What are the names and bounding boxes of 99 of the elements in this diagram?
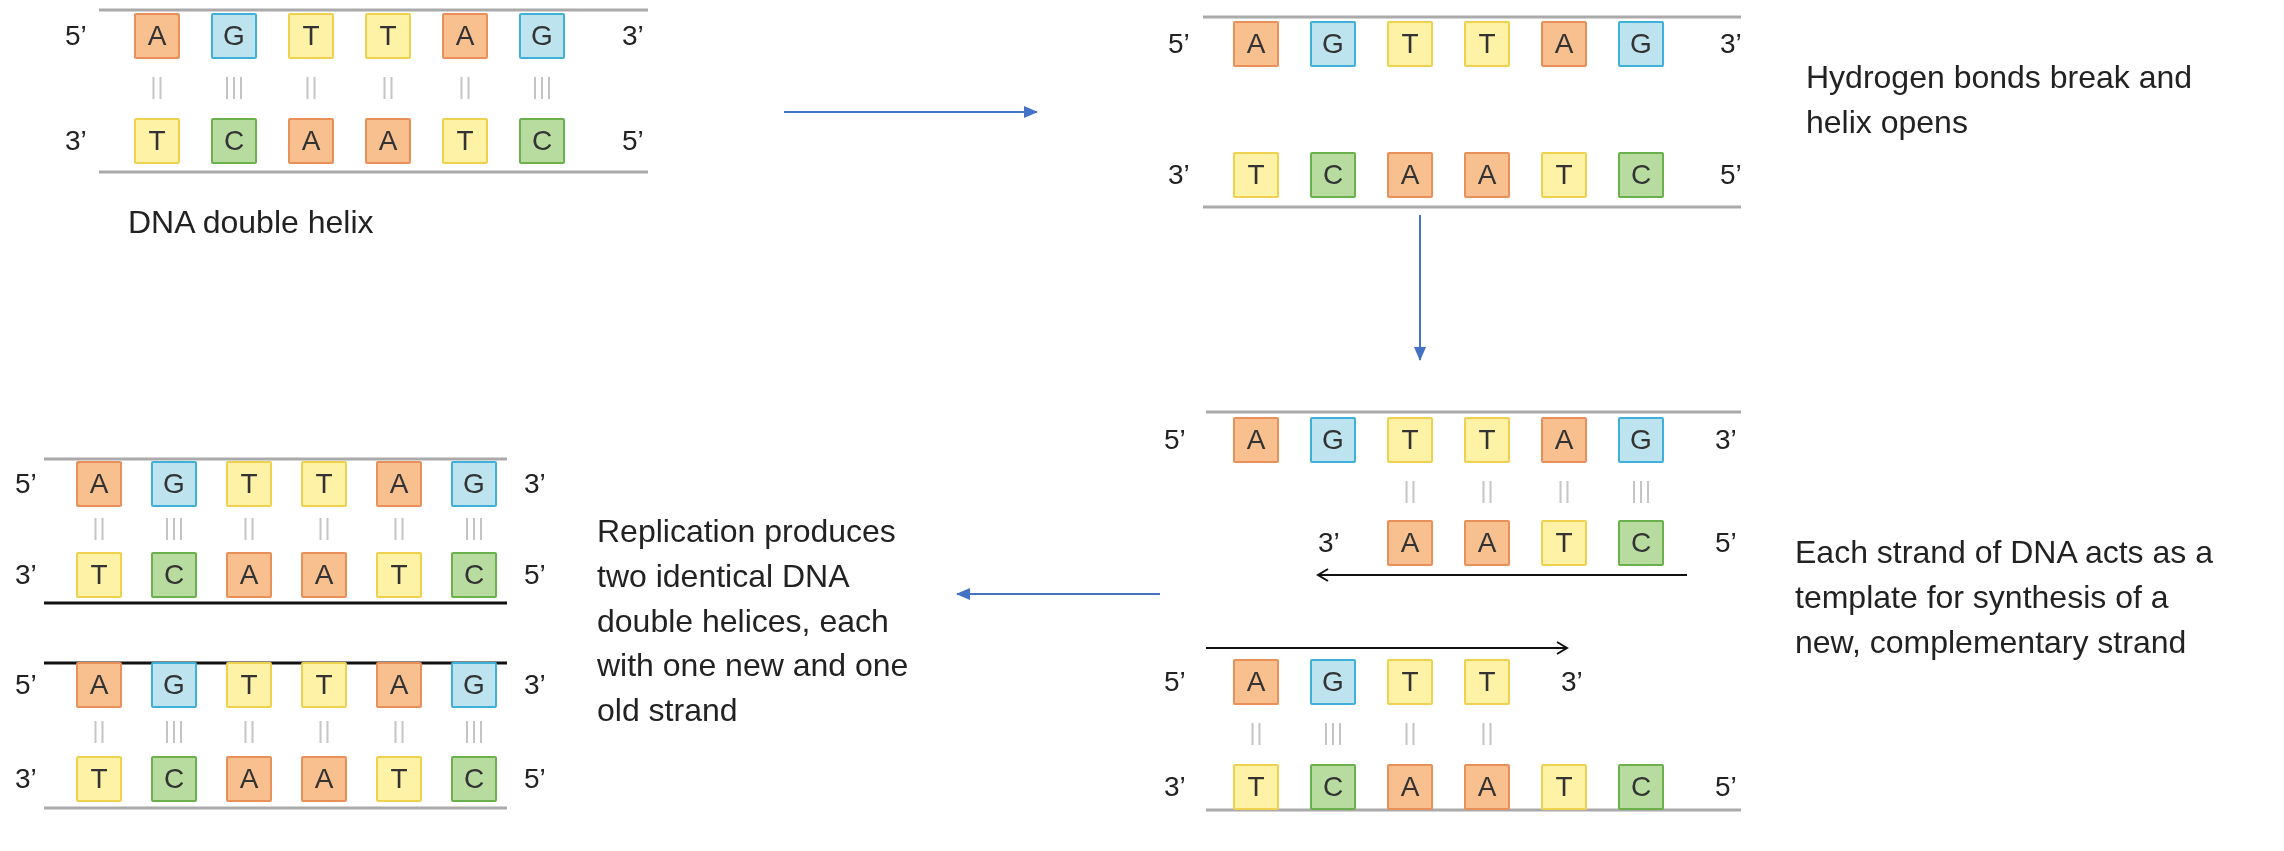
- base-box: T: [226, 662, 272, 708]
- base-box: T: [1541, 152, 1587, 198]
- base-box: C: [451, 552, 497, 598]
- strand-end-label: 3’: [622, 20, 644, 52]
- arrow: [956, 588, 1161, 600]
- base-box: G: [151, 461, 197, 507]
- strand-end-label: 5’: [1715, 771, 1737, 803]
- base-box: T: [134, 118, 180, 164]
- base-box: T: [1464, 417, 1510, 463]
- base-box: T: [1387, 417, 1433, 463]
- base-box: A: [301, 756, 347, 802]
- base-box: G: [1618, 21, 1664, 67]
- base-box: C: [1310, 764, 1356, 810]
- base-box: T: [288, 13, 334, 59]
- base-box: T: [226, 461, 272, 507]
- strand-end-label: 5’: [1164, 424, 1186, 456]
- base-box: C: [151, 552, 197, 598]
- base-box: T: [1233, 764, 1279, 810]
- base-box: A: [1233, 417, 1279, 463]
- strand-end-label: 3’: [524, 669, 546, 701]
- caption-text: Hydrogen bonds break and helix opens: [1806, 58, 2194, 142]
- base-box: T: [1233, 152, 1279, 198]
- strand-end-label: 5’: [15, 468, 37, 500]
- base-box: A: [365, 118, 411, 164]
- base-box: T: [1464, 21, 1510, 67]
- base-box: G: [451, 461, 497, 507]
- base-box: T: [301, 662, 347, 708]
- base-box: A: [134, 13, 180, 59]
- base-box: A: [376, 461, 422, 507]
- strand-end-label: 5’: [1715, 527, 1737, 559]
- strand-end-label: 5’: [1168, 28, 1190, 60]
- base-box: A: [76, 461, 122, 507]
- base-box: A: [1387, 764, 1433, 810]
- strand-end-label: 3’: [1715, 424, 1737, 456]
- strand-end-label: 5’: [1720, 159, 1742, 191]
- strand-end-label: 3’: [15, 559, 37, 591]
- base-box: C: [151, 756, 197, 802]
- strand-end-label: 5’: [524, 559, 546, 591]
- base-box: A: [442, 13, 488, 59]
- strand-end-label: 5’: [15, 669, 37, 701]
- base-box: C: [1618, 764, 1664, 810]
- strand-end-label: 5’: [1164, 666, 1186, 698]
- base-box: G: [211, 13, 257, 59]
- base-box: T: [76, 756, 122, 802]
- strand-end-label: 5’: [524, 763, 546, 795]
- base-box: A: [1233, 659, 1279, 705]
- base-box: A: [1541, 21, 1587, 67]
- base-box: T: [1387, 659, 1433, 705]
- base-box: T: [442, 118, 488, 164]
- base-box: A: [1541, 417, 1587, 463]
- base-box: C: [1310, 152, 1356, 198]
- base-box: C: [519, 118, 565, 164]
- base-box: A: [1464, 764, 1510, 810]
- strand-end-label: 3’: [1561, 666, 1583, 698]
- base-box: T: [1541, 764, 1587, 810]
- base-box: T: [376, 756, 422, 802]
- caption-text: Each strand of DNA acts as a template for synthesis of a new, complementary strand: [1795, 533, 2214, 662]
- base-box: C: [1618, 520, 1664, 566]
- caption-text: DNA double helix: [128, 203, 375, 242]
- base-box: A: [76, 662, 122, 708]
- base-box: A: [1233, 21, 1279, 67]
- base-box: T: [76, 552, 122, 598]
- arrow: [1414, 214, 1426, 361]
- strand-end-label: 3’: [15, 763, 37, 795]
- strand-end-label: 5’: [622, 125, 644, 157]
- base-box: G: [1310, 417, 1356, 463]
- base-box: G: [451, 662, 497, 708]
- arrow: [783, 106, 1038, 118]
- base-box: C: [451, 756, 497, 802]
- base-box: T: [1387, 21, 1433, 67]
- strand-end-label: 3’: [65, 125, 87, 157]
- base-box: A: [301, 552, 347, 598]
- base-box: A: [1387, 152, 1433, 198]
- base-box: A: [1464, 520, 1510, 566]
- base-box: T: [365, 13, 411, 59]
- base-box: T: [1464, 659, 1510, 705]
- base-box: T: [376, 552, 422, 598]
- caption-text: Replication produces two identical DNA double helices, each with one new and one old strand: [597, 512, 910, 731]
- base-box: G: [519, 13, 565, 59]
- base-box: G: [1310, 659, 1356, 705]
- base-box: T: [1541, 520, 1587, 566]
- base-box: A: [1387, 520, 1433, 566]
- base-box: A: [1464, 152, 1510, 198]
- base-box: G: [1310, 21, 1356, 67]
- base-box: A: [226, 756, 272, 802]
- base-box: G: [1618, 417, 1664, 463]
- strand-end-label: 3’: [1318, 527, 1340, 559]
- base-box: C: [1618, 152, 1664, 198]
- base-box: T: [301, 461, 347, 507]
- base-box: A: [226, 552, 272, 598]
- strand-end-label: 3’: [1720, 28, 1742, 60]
- strand-end-label: 3’: [524, 468, 546, 500]
- base-box: A: [288, 118, 334, 164]
- base-box: A: [376, 662, 422, 708]
- strand-end-label: 3’: [1164, 771, 1186, 803]
- base-box: G: [151, 662, 197, 708]
- strand-end-label: 3’: [1168, 159, 1190, 191]
- base-box: C: [211, 118, 257, 164]
- strand-end-label: 5’: [65, 20, 87, 52]
